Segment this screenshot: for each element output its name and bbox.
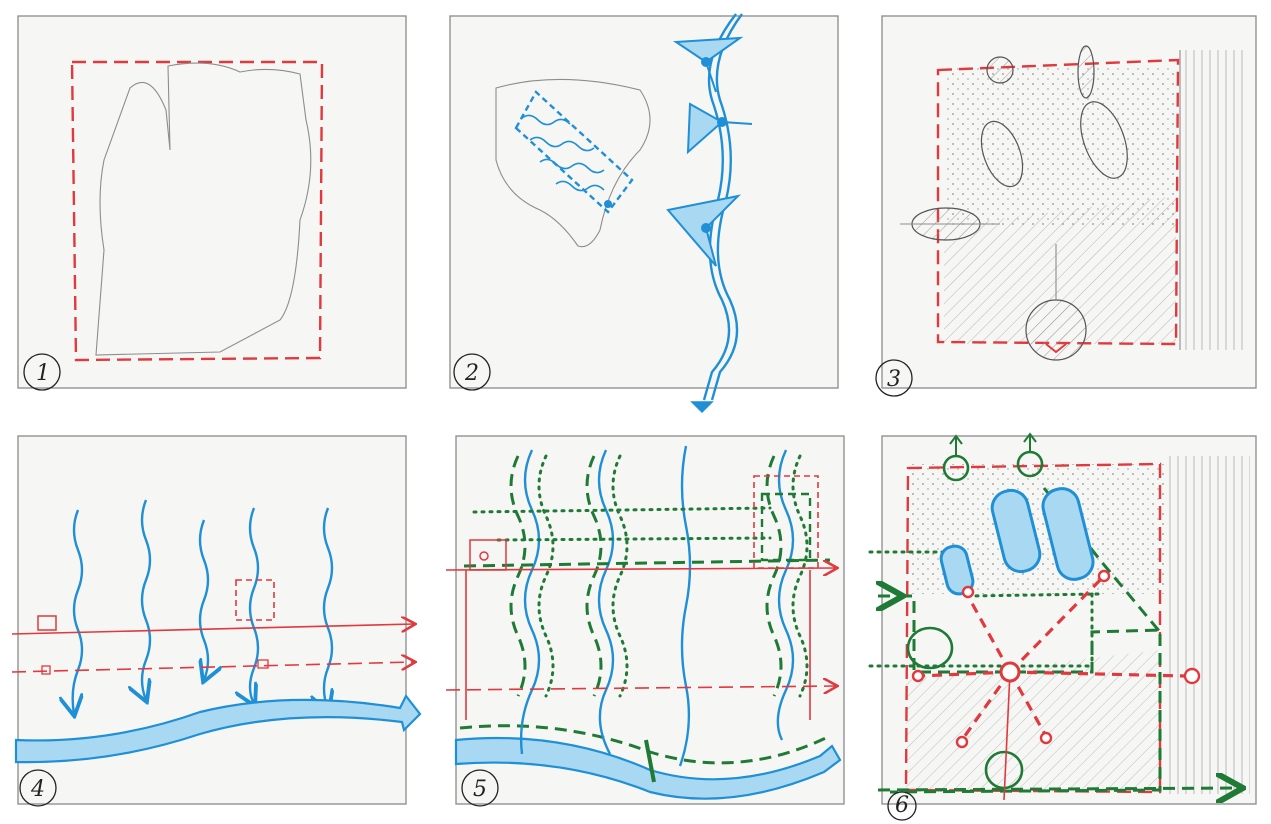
panel-number: 4 [30, 777, 45, 802]
adjacent-structure [1184, 50, 1246, 350]
panel-2: 2 [450, 14, 838, 412]
panel-number: 1 [36, 361, 50, 386]
panel-2-frame [450, 16, 838, 388]
panel-number: 2 [464, 361, 479, 386]
panel-4: 4 [12, 436, 420, 806]
panel-5: 5 [446, 436, 844, 806]
view-node [987, 57, 1013, 83]
central-hub [1001, 663, 1019, 681]
panel-1: 1 [18, 16, 406, 390]
panel-number: 3 [887, 367, 901, 392]
adjacent-structure [1168, 456, 1250, 794]
panel-1-frame [18, 16, 406, 388]
panel-6: 6 [870, 434, 1256, 820]
view-node [1078, 46, 1094, 98]
panel-number: 5 [473, 777, 487, 802]
panel-number: 6 [895, 793, 909, 818]
panel-3: 3 [876, 16, 1256, 396]
